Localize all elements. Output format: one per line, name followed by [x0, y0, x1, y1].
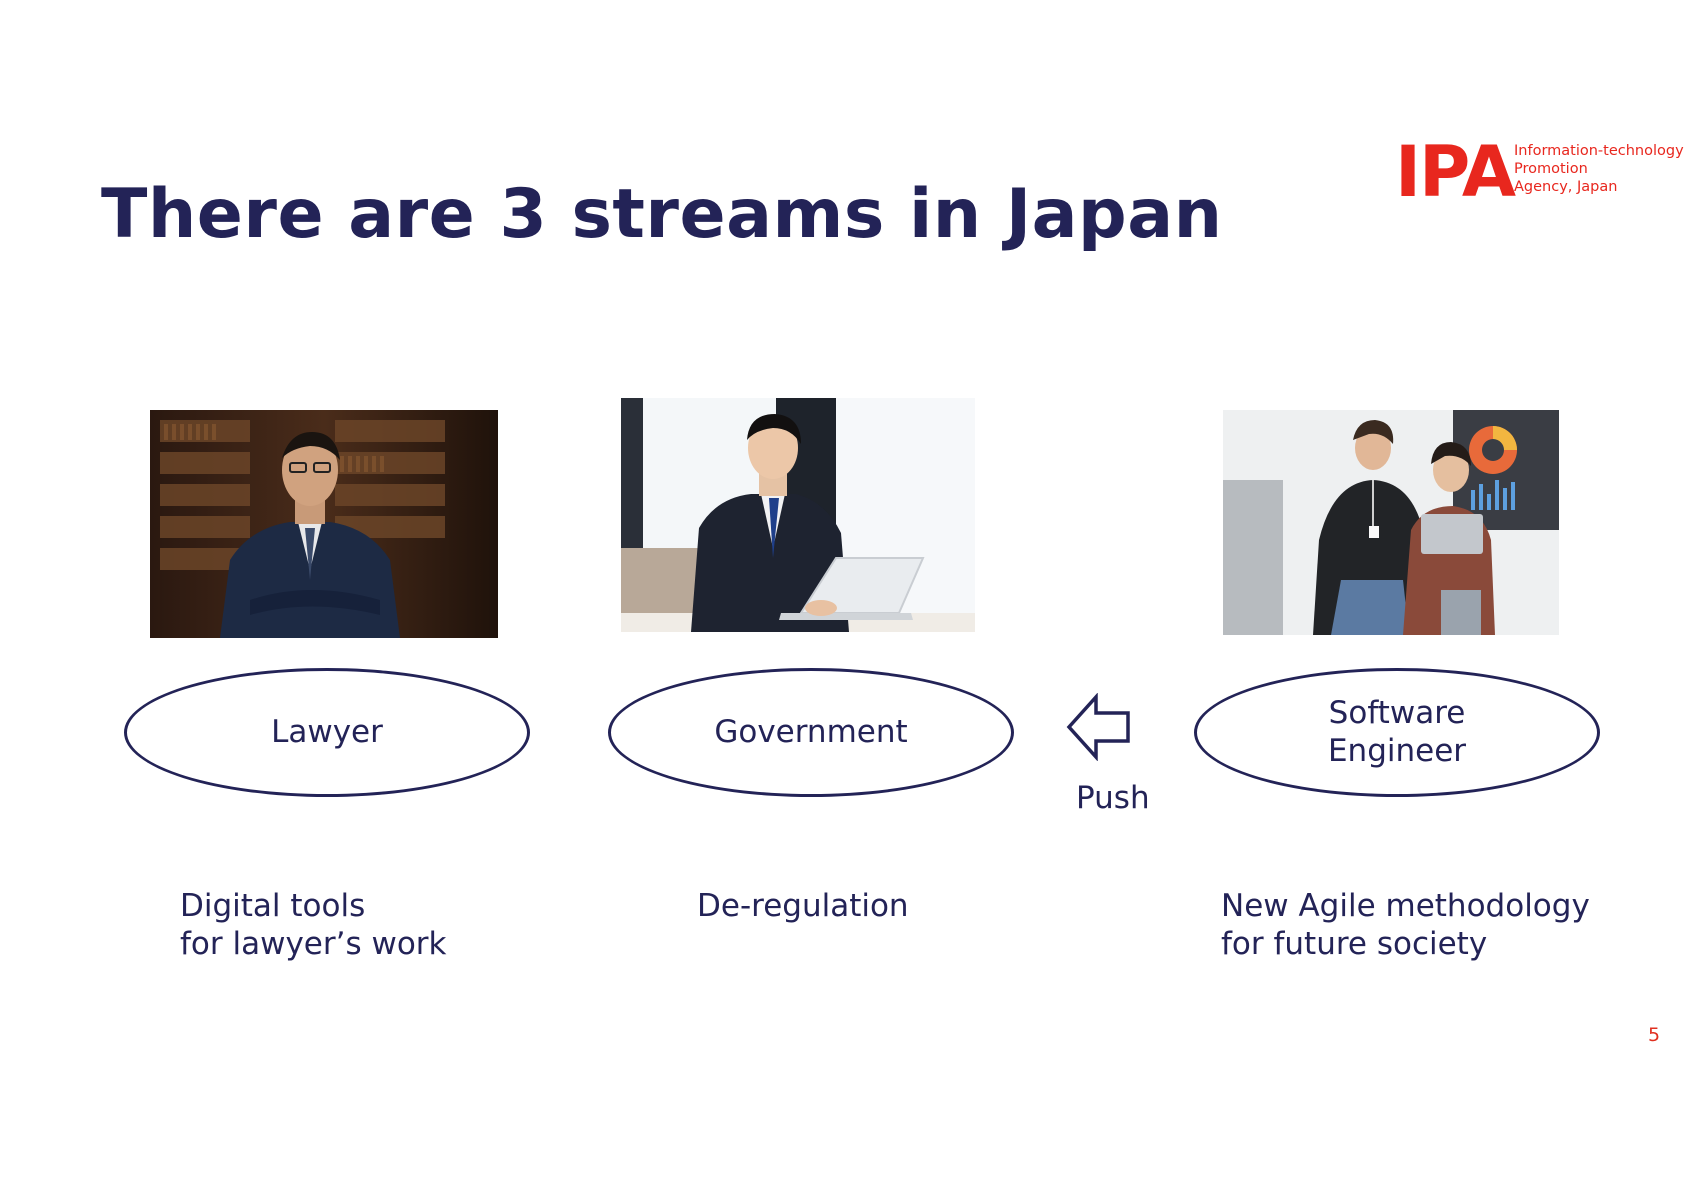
page-number: 5 [1648, 1024, 1661, 1046]
logo-line-3: Agency, Japan [1514, 179, 1617, 195]
government-description: De-regulation [697, 888, 909, 926]
software-engineer-oval: Software Engineer [1194, 668, 1600, 797]
left-arrow-icon [1066, 693, 1130, 761]
software-engineer-description: New Agile methodology for future society [1221, 888, 1590, 964]
lawyer-description-line2: for lawyer’s work [180, 925, 447, 962]
government-oval: Government [608, 668, 1014, 797]
engineers-photo [1223, 410, 1559, 635]
lawyer-description-line1: Digital tools [180, 888, 366, 924]
lawyer-label: Lawyer [271, 713, 383, 750]
software-engineer-description-line1: New Agile methodology [1221, 888, 1590, 924]
lawyer-oval: Lawyer [124, 668, 530, 797]
software-engineer-description-line2: for future society [1221, 925, 1488, 962]
ipa-logo: IPA Information-technology Promotion Age… [1395, 136, 1684, 206]
push-label: Push [1076, 780, 1150, 816]
lawyer-description: Digital tools for lawyer’s work [180, 888, 446, 964]
software-engineer-label-line2: Engineer [1327, 732, 1467, 769]
government-photo [621, 398, 975, 632]
slide-title: There are 3 streams in Japan [101, 175, 1223, 254]
ipa-logo-mark: IPA [1395, 136, 1516, 206]
government-label: Government [714, 713, 908, 750]
logo-line-1: Information-technology [1514, 143, 1684, 159]
government-description-line1: De-regulation [697, 888, 909, 924]
lawyer-photo [150, 410, 498, 638]
logo-line-2: Promotion [1514, 161, 1588, 177]
software-engineer-label-line1: Software [1328, 694, 1466, 731]
